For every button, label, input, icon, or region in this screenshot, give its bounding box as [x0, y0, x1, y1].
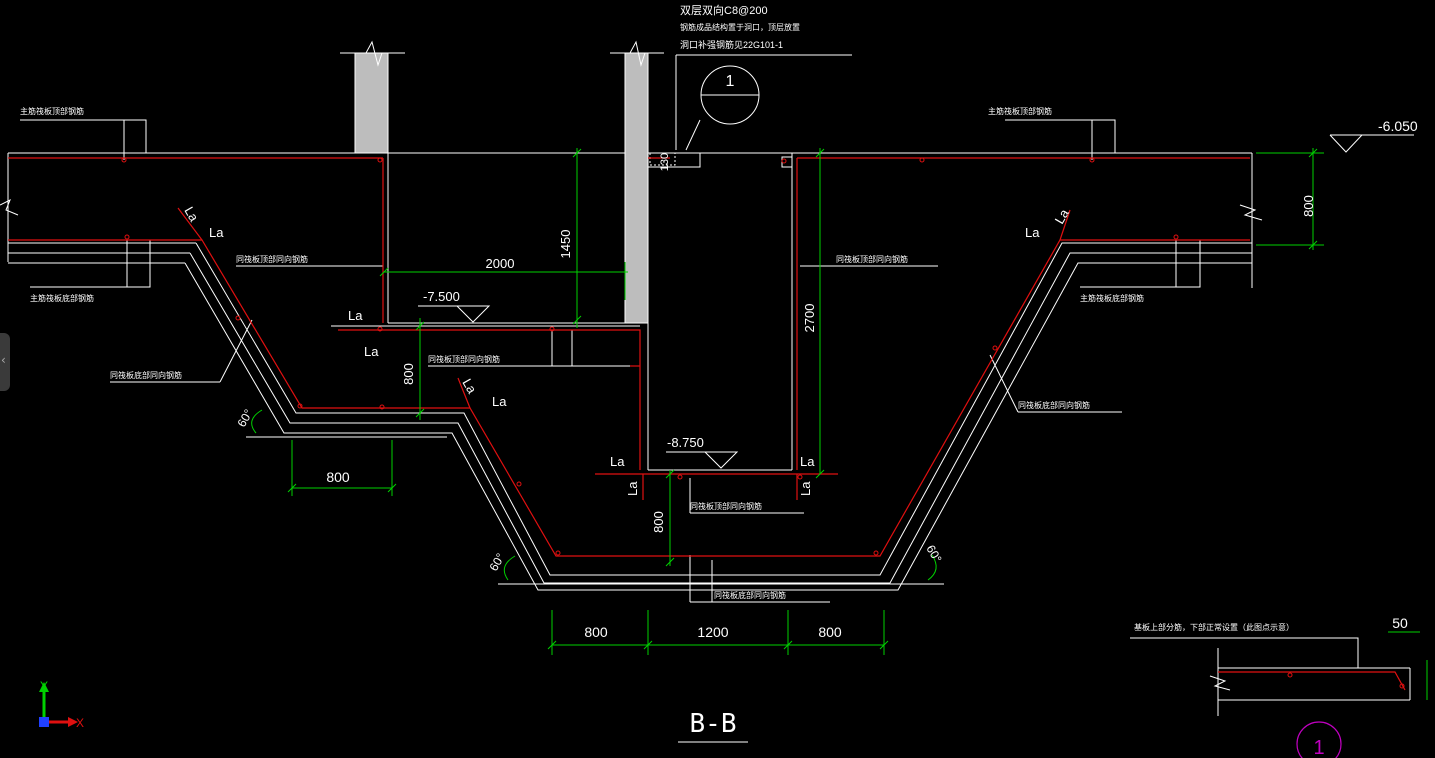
- label-same-top-c: 同筏板顶部同向钢筋: [428, 354, 500, 364]
- anchor-la-8: La: [459, 376, 480, 397]
- left-wall: [354, 52, 389, 154]
- dim-130: 130: [659, 153, 671, 171]
- dim-800-step: 800: [401, 363, 416, 385]
- detail-bubble-number: 1: [1313, 737, 1324, 758]
- dim-800-lower: 800: [651, 511, 666, 533]
- note-line-3: 洞口补强钢筋见22G101-1: [680, 39, 783, 50]
- label-same-top-b: 同筏板顶部同向钢筋: [836, 254, 908, 264]
- anchor-la-6: La: [364, 344, 379, 359]
- dim-800-right: 800: [1301, 195, 1316, 217]
- structure-outline: [0, 54, 1414, 743]
- anchor-la-7: La: [492, 394, 507, 409]
- detail-inset: [1130, 637, 1428, 758]
- rebar: [8, 157, 1250, 557]
- chevron-left-icon: ‹: [1, 353, 6, 367]
- anchor-la-11: La: [625, 481, 640, 496]
- annotations: 双层双向C8@200 钢筋成品结构置于洞口，顶层放置 洞口补强钢筋见22G101…: [20, 3, 1418, 758]
- label-main-top-right: 主筋筏板顶部钢筋: [988, 106, 1052, 116]
- label-main-bottom-left: 主筋筏板底部钢筋: [30, 293, 94, 303]
- angle-bottom-right: 60°: [923, 543, 944, 566]
- dim-1450: 1450: [558, 230, 573, 259]
- label-main-bottom-right: 主筋筏板底部钢筋: [1080, 293, 1144, 303]
- anchor-la-4: La: [1052, 206, 1073, 227]
- side-panel-toggle[interactable]: ‹: [0, 333, 10, 391]
- label-same-bottom-a: 同筏板底部同向钢筋: [110, 370, 182, 380]
- dim-1200: 1200: [697, 624, 728, 640]
- dim-50: 50: [1392, 615, 1408, 631]
- dimensions: [251, 148, 1420, 655]
- label-detail-note: 基板上部分筋，下部正常设置（此图点示意）: [1134, 622, 1294, 632]
- level-mid: -7.500: [423, 289, 460, 304]
- center-wall: [624, 52, 649, 324]
- ucs-y-label: Y: [40, 679, 48, 693]
- ucs-x-label: X: [76, 716, 84, 730]
- level-bottom: -8.750: [667, 435, 704, 450]
- anchor-la-3: La: [1025, 225, 1040, 240]
- detail-marker-top: 1: [726, 73, 735, 90]
- anchor-la-12: La: [798, 481, 813, 496]
- anchor-la-10: La: [800, 454, 815, 469]
- label-same-top-d: 同筏板顶部同向钢筋: [690, 501, 762, 511]
- walls: [340, 40, 676, 324]
- label-same-bottom-c: 同筏板底部同向钢筋: [714, 590, 786, 600]
- dim-2700: 2700: [802, 304, 817, 333]
- section-title: B-B: [690, 709, 737, 739]
- dim-800-b2: 800: [818, 624, 842, 640]
- anchor-la-2: La: [181, 204, 202, 225]
- note-line-2: 钢筋成品结构置于洞口，顶层放置: [680, 22, 800, 32]
- dim-800-left-bottom: 800: [326, 469, 350, 485]
- dim-2000: 2000: [486, 256, 515, 271]
- ucs-icon: Y X: [39, 679, 84, 730]
- anchor-la-5: La: [348, 308, 363, 323]
- anchor-la-1: La: [209, 225, 224, 240]
- detail-bubble: [1296, 721, 1342, 758]
- note-line-1: 双层双向C8@200: [680, 3, 768, 17]
- level-top: -6.050: [1378, 118, 1418, 134]
- label-same-top-a: 同筏板顶部同向钢筋: [236, 254, 308, 264]
- anchor-la-9: La: [610, 454, 625, 469]
- dim-800-b1: 800: [584, 624, 608, 640]
- label-same-bottom-b: 同筏板底部同向钢筋: [1018, 400, 1090, 410]
- label-main-top-left: 主筋筏板顶部钢筋: [20, 106, 84, 116]
